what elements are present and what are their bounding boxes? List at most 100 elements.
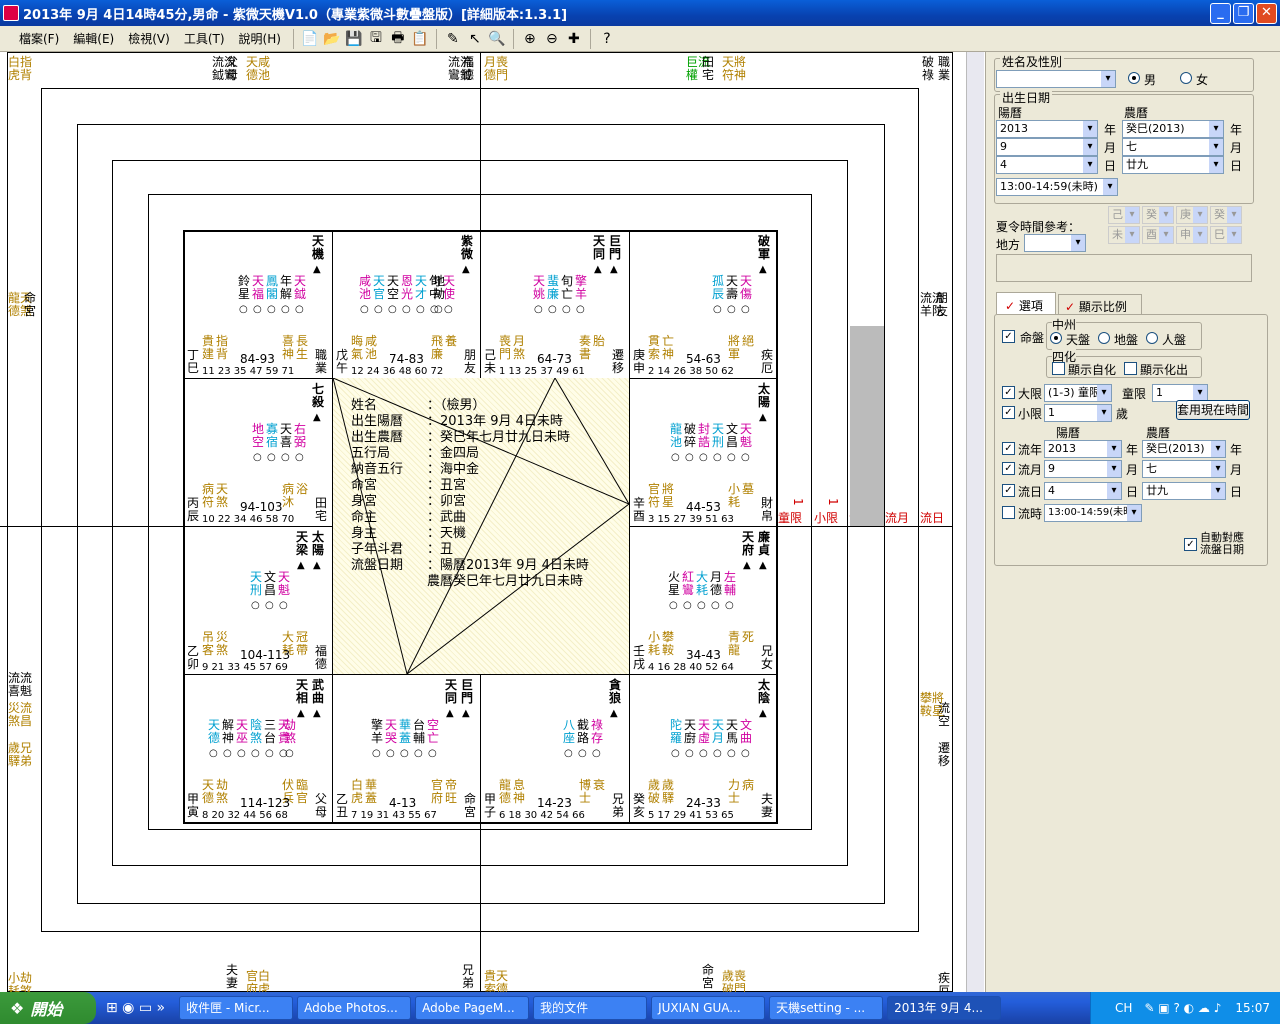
menu-file[interactable]: 檔案(F) (19, 32, 60, 46)
print-icon[interactable]: 🖶 (391, 29, 405, 46)
day-select[interactable]: 4 (996, 156, 1098, 174)
tray-icons[interactable]: ✎ ▣ ? ◐ ☁ ♪ (1144, 1001, 1222, 1015)
liunian-select[interactable]: 2013 (1044, 440, 1122, 458)
open-folder-icon[interactable]: 📂 (323, 30, 341, 47)
palace-wu[interactable]: 紫 微▲天 使○旬 中○天 才○恩 光○天 空○天 官○咸 池○地 劫○晦 氣咸… (333, 231, 480, 378)
zoom-out-icon[interactable]: ⊖ (546, 30, 558, 47)
year-select[interactable]: 2013 (996, 120, 1098, 138)
liuyue-checkbox[interactable]: ✓ (1002, 462, 1015, 475)
minimize-button[interactable]: _ (1210, 3, 1231, 24)
task-photoshop[interactable]: Adobe Photos... (297, 996, 412, 1020)
quicklaunch-icon[interactable]: ⊞ ◉ ▭ » (106, 1000, 166, 1016)
ganzhi-select[interactable]: 未 (1108, 226, 1140, 244)
star-mark: ○ (265, 748, 274, 759)
lunar-year-select[interactable]: 癸巳(2013) (1122, 120, 1224, 138)
liushi-checkbox[interactable] (1002, 506, 1015, 519)
ganzhi-select[interactable]: 庚 (1176, 206, 1208, 224)
tianpan-radio[interactable] (1050, 332, 1062, 344)
toolbar-separator (435, 28, 437, 49)
huachu-checkbox[interactable] (1124, 362, 1137, 375)
daxian-select[interactable]: (1-3) 童限 (1044, 384, 1112, 402)
region-label: 地方 (996, 238, 1021, 252)
male-radio[interactable] (1128, 72, 1140, 84)
year-numbers: 8 20 32 44 56 68 (202, 810, 288, 821)
chart-scrollbar[interactable] (966, 52, 984, 992)
tab-options[interactable]: ✓ 選項 (996, 292, 1056, 314)
ganzhi-select[interactable]: 己 (1108, 206, 1140, 224)
region-select[interactable] (1024, 234, 1086, 252)
selfhua-checkbox[interactable] (1052, 362, 1065, 375)
dipan-radio[interactable] (1098, 332, 1110, 344)
liunian-lunar-select[interactable]: 癸巳(2013) (1142, 440, 1226, 458)
xiaoxian-checkbox[interactable]: ✓ (1002, 406, 1015, 419)
liuri-checkbox[interactable]: ✓ (1002, 484, 1015, 497)
lunar-day-select[interactable]: 廿九 (1122, 156, 1224, 174)
ganzhi-select[interactable]: 酉 (1142, 226, 1174, 244)
xiaoxian-select[interactable]: 1 (1044, 404, 1112, 422)
sub-star: 天 魁 (740, 422, 753, 449)
task-mydocs[interactable]: 我的文件 (533, 996, 648, 1020)
options-tab-body (994, 314, 1268, 566)
info-value: ：癸巳年七月廿九日未時 (427, 430, 571, 445)
help-icon[interactable]: ? (603, 30, 611, 47)
hour-select[interactable]: 13:00-14:59(未時) (996, 178, 1118, 196)
search-icon[interactable]: 🔍 (488, 30, 506, 47)
notes-box[interactable] (996, 254, 1252, 282)
palace-chou[interactable]: 巨 門▲天 同▲空 亡○台 輔○華 蓋○天 哭○擎 羊○白 虎華 蓋官 府帝 旺… (333, 675, 480, 822)
ganzhi-select[interactable]: 巳 (1210, 226, 1242, 244)
month-select[interactable]: 9 (996, 138, 1098, 156)
save-icon[interactable]: 💾 (345, 30, 363, 47)
zoom-in-icon[interactable]: ⊕ (524, 30, 536, 47)
female-radio[interactable] (1180, 72, 1192, 84)
daxian-checkbox[interactable]: ✓ (1002, 386, 1015, 399)
info-value: ：（檢男） (427, 398, 486, 413)
start-button[interactable]: ❖開始 (0, 992, 96, 1024)
task-outlook[interactable]: 收件匣 - Micr... (179, 996, 294, 1020)
menu-view[interactable]: 檢視(V) (128, 32, 170, 46)
task-setting[interactable]: 天機setting - ... (769, 996, 884, 1020)
fit-icon[interactable]: ✚ (568, 30, 580, 47)
ganzhi-select[interactable]: 癸 (1142, 206, 1174, 224)
liunian-checkbox[interactable]: ✓ (1002, 442, 1015, 455)
task-pagemaker[interactable]: Adobe PageM... (415, 996, 530, 1020)
maximize-button[interactable]: ❐ (1233, 3, 1254, 24)
ganzhi-select[interactable]: 申 (1176, 226, 1208, 244)
name-input[interactable] (996, 70, 1116, 88)
ganzhi-select[interactable]: 癸 (1210, 206, 1242, 224)
renpan-radio[interactable] (1146, 332, 1158, 344)
spirit: 災 煞 (216, 630, 229, 657)
liuyue-select[interactable]: 9 (1044, 460, 1122, 478)
lang-indicator[interactable]: CH (1115, 1001, 1133, 1015)
lunar-month-select[interactable]: 七 (1122, 138, 1224, 156)
liuyue-lunar-select[interactable]: 七 (1142, 460, 1226, 478)
pan-checkbox[interactable]: ✓ (1002, 330, 1015, 343)
preview-icon[interactable]: 📋 (411, 30, 429, 47)
task-juxian[interactable]: JUXIAN GUA... (651, 996, 766, 1020)
auto-checkbox[interactable]: ✓ (1184, 538, 1197, 551)
close-button[interactable]: ✕ (1256, 3, 1277, 24)
edit-icon[interactable]: ✎ (447, 30, 459, 47)
pointer-icon[interactable]: ↖ (469, 30, 481, 47)
menu-tools[interactable]: 工具(T) (183, 32, 225, 46)
menu-help[interactable]: 說明(H) (238, 32, 281, 46)
info-value: ：海中金 (427, 462, 480, 477)
liushi-select[interactable]: 13:00-14:59(未時) (1044, 504, 1142, 522)
new-file-icon[interactable]: 📄 (301, 30, 319, 47)
menu-edit[interactable]: 編輯(E) (73, 32, 115, 46)
task-ziwei[interactable]: 2013年 9月 4... (887, 996, 1002, 1020)
palace-yin[interactable]: 武 曲▲天 相▲天 貴○三 台○陰 煞○天 巫○解 神○天 德○劫 煞○天 德劫… (184, 675, 331, 822)
liuri-lunar-select[interactable]: 廿九 (1142, 482, 1226, 500)
apply-now-button[interactable]: 套用現在時間 (1176, 400, 1250, 420)
tab-scale[interactable]: ✓ 顯示比例 (1058, 294, 1142, 314)
save-as-icon[interactable]: 🖫 (369, 29, 382, 46)
liuri-select[interactable]: 4 (1044, 482, 1122, 500)
